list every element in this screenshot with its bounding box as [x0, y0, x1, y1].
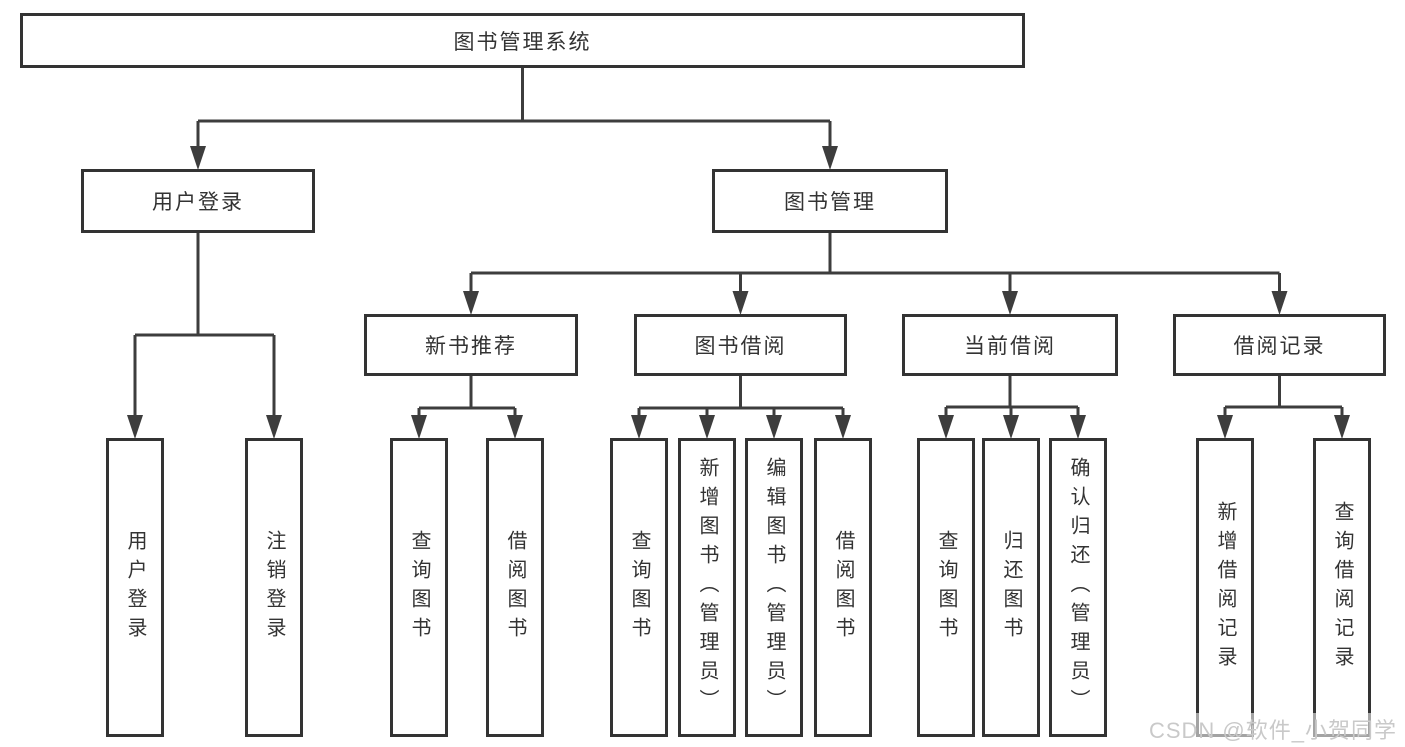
arrowhead-to-leaf-borrow-book-1: [507, 415, 523, 439]
arrowhead-to-leaf-logout: [266, 415, 282, 439]
node-leaf-return-book: 归还图书: [982, 438, 1040, 737]
node-leaf-return-book-label: 归还图书: [1000, 529, 1022, 646]
edge-root: [190, 68, 838, 170]
edge-user-login: [127, 233, 282, 439]
node-leaf-query-book-1-label: 查询图书: [408, 529, 430, 646]
node-leaf-query-book-3-label: 查询图书: [935, 529, 957, 646]
node-leaf-confirm-return-label: 确认归还（管理员）: [1067, 457, 1089, 718]
node-leaf-query-book-2: 查询图书: [610, 438, 668, 737]
arrowhead-to-leaf-return-book: [1003, 415, 1019, 439]
node-new-book-rec: 新书推荐: [364, 314, 578, 376]
edge-book-borrow: [631, 376, 851, 439]
node-borrow-records-label: 借阅记录: [1233, 335, 1326, 358]
node-leaf-user-login: 用户登录: [106, 438, 164, 737]
node-leaf-confirm-return: 确认归还（管理员）: [1049, 438, 1107, 737]
arrowhead-to-current-borrow: [1002, 291, 1018, 315]
arrowhead-to-new-book-rec: [463, 291, 479, 315]
arrowhead-to-leaf-query-book-3: [938, 415, 954, 439]
arrowhead-to-leaf-user-login: [127, 415, 143, 439]
arrowhead-to-book-borrow: [732, 291, 749, 315]
node-current-borrow-label: 当前借阅: [964, 335, 1056, 358]
node-book-mgmt: 图书管理: [712, 169, 948, 233]
node-leaf-borrow-book-1: 借阅图书: [486, 438, 544, 737]
arrowhead-to-leaf-borrow-book-2: [835, 415, 851, 439]
node-leaf-query-record: 查询借阅记录: [1313, 438, 1371, 737]
node-user-login: 用户登录: [81, 169, 315, 233]
node-root-label: 图书管理系统: [453, 30, 592, 54]
node-root: 图书管理系统: [20, 13, 1025, 68]
edge-root-lines: [196, 68, 832, 151]
arrowhead-to-leaf-confirm-return: [1070, 415, 1086, 439]
node-user-login-label: 用户登录: [152, 191, 244, 214]
node-leaf-edit-book: 编辑图书（管理员）: [745, 438, 803, 737]
node-leaf-add-book-label: 新增图书（管理员）: [696, 457, 718, 718]
node-leaf-query-book-3: 查询图书: [917, 438, 975, 737]
node-leaf-borrow-book-2-label: 借阅图书: [832, 529, 854, 646]
arrowhead-to-borrow-records: [1271, 291, 1288, 315]
node-leaf-user-login-label: 用户登录: [124, 529, 146, 646]
edge-book-mgmt: [463, 233, 1288, 315]
node-leaf-logout: 注销登录: [245, 438, 303, 737]
edge-new-book-rec: [411, 376, 523, 439]
watermark: CSDN @软件_小贺同学: [1146, 713, 1399, 745]
edge-new-book-rec-lines: [417, 376, 517, 420]
node-new-book-rec-label: 新书推荐: [425, 335, 517, 358]
node-leaf-logout-label: 注销登录: [263, 529, 285, 646]
arrowhead-to-leaf-edit-book: [766, 415, 782, 439]
arrowhead-to-leaf-query-book-1: [411, 415, 427, 439]
node-leaf-borrow-book-1-label: 借阅图书: [504, 529, 526, 646]
node-leaf-query-record-label: 查询借阅记录: [1331, 500, 1353, 675]
node-leaf-query-book-1: 查询图书: [390, 438, 448, 737]
arrowhead-to-book-mgmt: [822, 146, 838, 170]
node-leaf-add-record: 新增借阅记录: [1196, 438, 1254, 737]
arrowhead-to-leaf-add-record: [1217, 415, 1233, 439]
arrowhead-to-leaf-add-book: [699, 415, 715, 439]
node-leaf-add-book: 新增图书（管理员）: [678, 438, 736, 737]
node-current-borrow: 当前借阅: [902, 314, 1118, 376]
edge-user-login-lines: [133, 233, 276, 420]
node-leaf-borrow-book-2: 借阅图书: [814, 438, 872, 737]
node-book-mgmt-label: 图书管理: [784, 191, 876, 214]
arrowhead-to-user-login: [190, 146, 206, 170]
node-borrow-records: 借阅记录: [1173, 314, 1386, 376]
edge-borrow-records: [1217, 376, 1350, 439]
edge-current-borrow-lines: [944, 376, 1080, 420]
node-book-borrow-label: 图书借阅: [694, 335, 787, 358]
edge-current-borrow: [938, 376, 1086, 439]
edge-book-borrow-lines: [637, 376, 845, 420]
arrowhead-to-leaf-query-record: [1334, 415, 1350, 439]
node-leaf-edit-book-label: 编辑图书（管理员）: [763, 457, 785, 718]
arrowhead-to-leaf-query-book-2: [631, 415, 647, 439]
node-leaf-query-book-2-label: 查询图书: [628, 529, 650, 646]
edge-book-mgmt-lines: [469, 233, 1281, 296]
node-leaf-add-record-label: 新增借阅记录: [1214, 500, 1236, 675]
edge-borrow-records-lines: [1223, 376, 1344, 420]
node-book-borrow: 图书借阅: [634, 314, 847, 376]
